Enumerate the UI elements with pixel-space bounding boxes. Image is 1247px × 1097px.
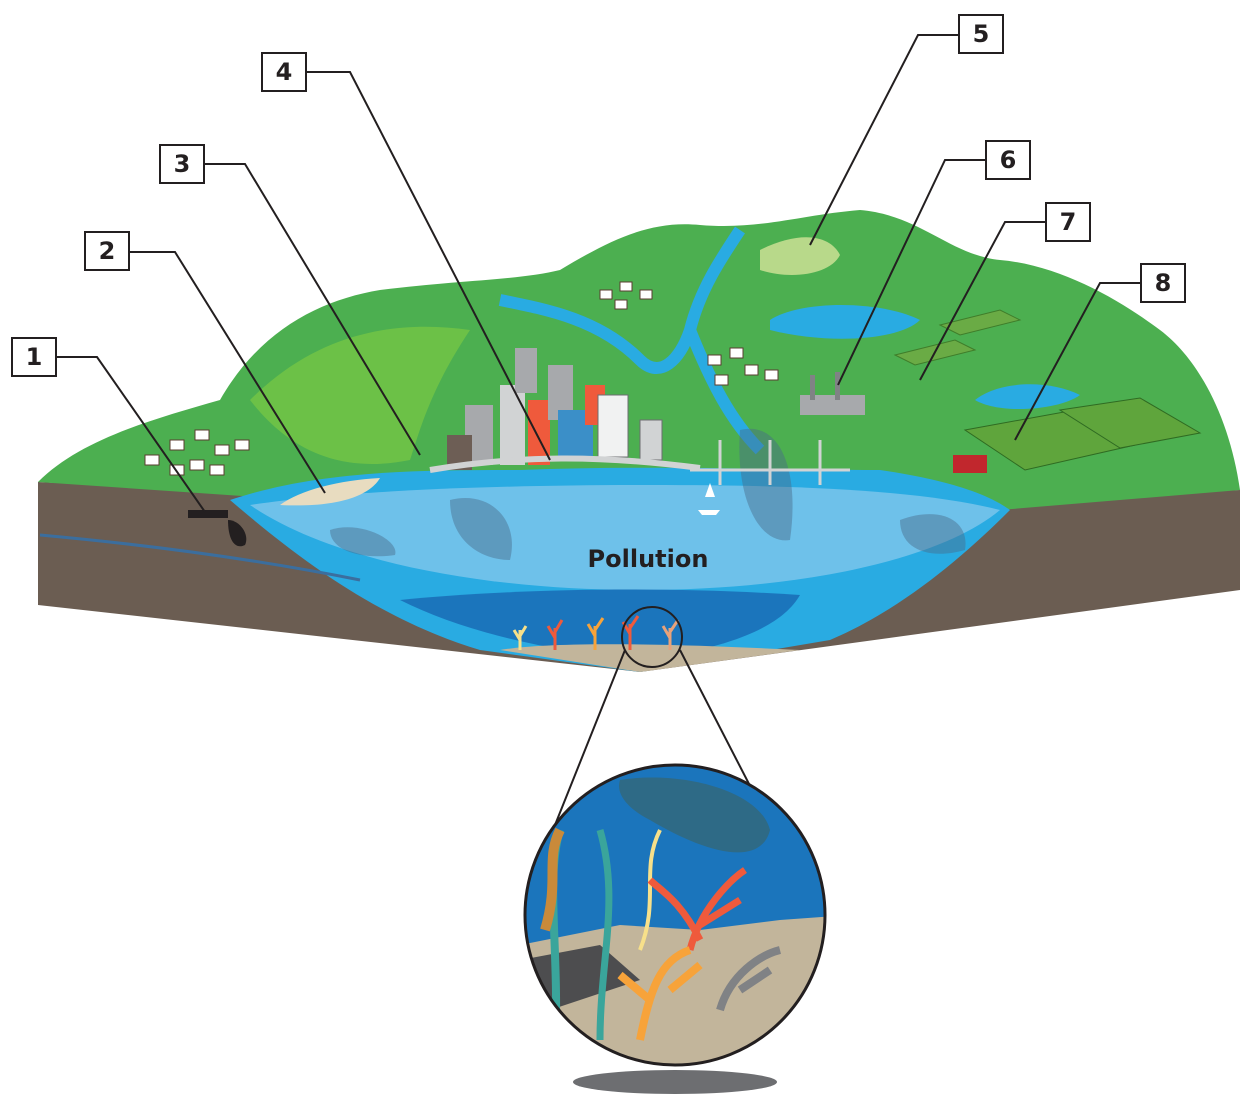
callout-7: 7 <box>1045 202 1091 242</box>
pond <box>975 384 1080 410</box>
callout-1: 1 <box>11 337 57 377</box>
river <box>498 226 765 455</box>
bridge <box>690 440 850 485</box>
callout-leaders <box>57 34 1140 513</box>
pollution-plume <box>739 428 793 541</box>
magnify-origin <box>621 606 683 668</box>
meadow <box>760 237 840 275</box>
outfall-pipe <box>188 510 228 518</box>
lake <box>770 305 920 339</box>
sailboat <box>698 483 720 515</box>
barn <box>953 455 987 473</box>
houses-left <box>144 429 250 476</box>
pollution-label: Pollution <box>587 545 709 573</box>
callout-6: 6 <box>985 140 1031 180</box>
callout-4: 4 <box>261 52 307 92</box>
road <box>429 455 701 473</box>
houses-upper <box>599 281 779 386</box>
land-highlight <box>250 326 470 464</box>
lens-shadow <box>573 1070 777 1094</box>
runoff-pipe <box>39 533 361 582</box>
oil-spill <box>228 520 247 547</box>
pollution-plume <box>900 514 966 554</box>
sea-floor <box>500 644 800 672</box>
callout-5: 5 <box>958 14 1004 54</box>
sea-light <box>250 485 1000 590</box>
magnify-line-left <box>552 649 626 831</box>
zoom-lens <box>523 763 827 1067</box>
pollution-plume <box>450 498 512 560</box>
pollution-plume <box>330 527 396 557</box>
callout-3: 3 <box>159 144 205 184</box>
coral-reef <box>512 615 680 650</box>
factory <box>800 372 865 415</box>
beach <box>280 478 380 506</box>
farm-fields <box>893 309 1202 471</box>
callout-8: 8 <box>1140 263 1186 303</box>
callout-2: 2 <box>84 231 130 271</box>
